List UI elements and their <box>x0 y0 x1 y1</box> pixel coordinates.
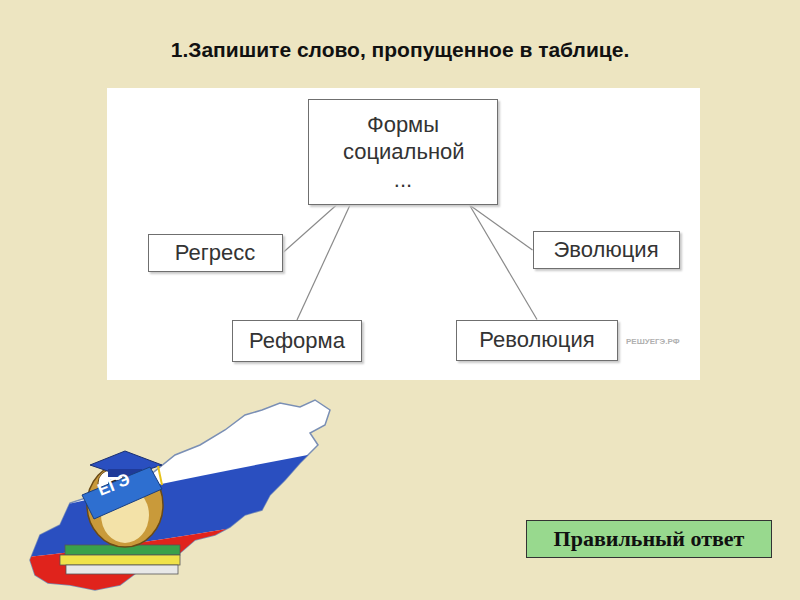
connector-line <box>470 205 538 320</box>
ege-ribbon <box>82 467 162 519</box>
books <box>60 545 180 574</box>
russia-map-illustration <box>0 385 360 600</box>
answer-button: Правильный ответ <box>526 520 772 558</box>
category-box: Регресс <box>148 234 283 272</box>
node-text: Реформа <box>249 327 345 355</box>
node-text: Эволюция <box>553 236 658 264</box>
node-text: Формы социальной ... <box>343 111 463 194</box>
node-text: Революция <box>479 326 594 354</box>
node-text: Правильный ответ <box>554 525 745 553</box>
category-box: Эволюция <box>533 231 680 269</box>
connector-line <box>283 205 337 253</box>
connector-line <box>297 205 350 320</box>
category-box: Революция <box>456 320 618 361</box>
question-title: 1.Запишите слово, пропущенное в таблице. <box>0 38 800 62</box>
connector-line <box>470 205 533 250</box>
node-text: Регресс <box>175 239 255 267</box>
root-box: Формы социальной ... <box>308 99 498 205</box>
category-box: Реформа <box>232 320 362 362</box>
watermark: РЕШУЕГЭ.РФ <box>626 337 680 346</box>
